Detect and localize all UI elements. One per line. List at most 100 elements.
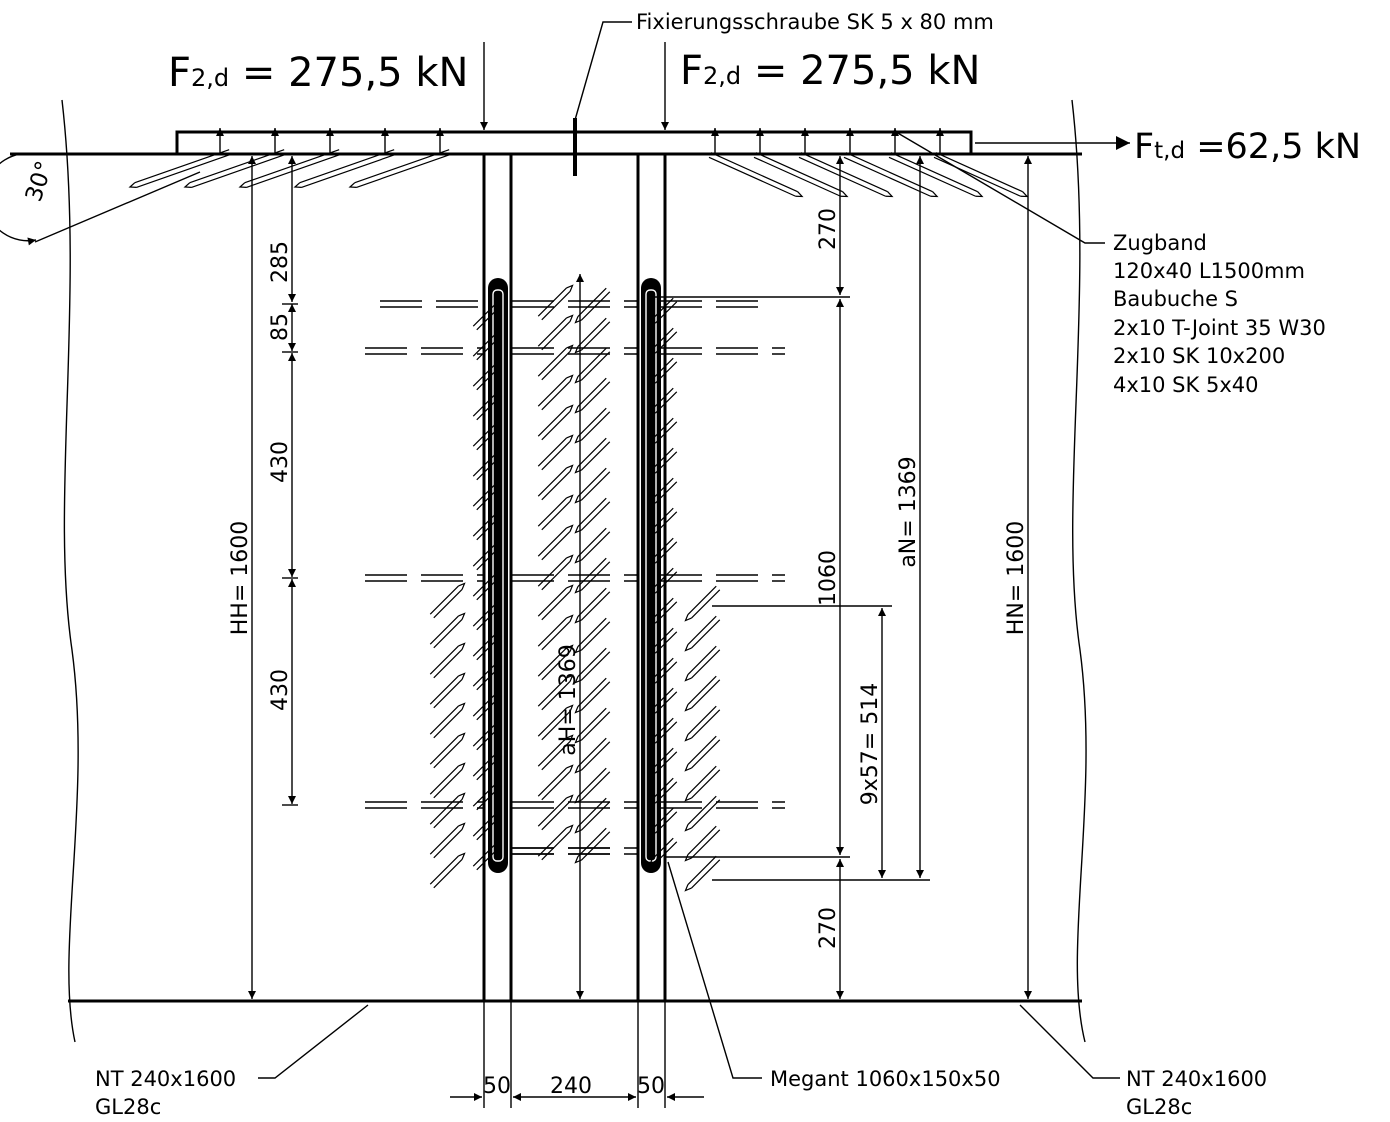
screw: [798, 152, 894, 198]
tie-line: 2x10 T-Joint 35 W30: [1113, 316, 1326, 340]
beam-left-label: NT 240x1600 GL28c: [95, 1067, 236, 1119]
screw: [472, 811, 502, 841]
screw: [684, 825, 721, 862]
screw: [648, 297, 678, 327]
screw: [648, 747, 678, 777]
dim-hh: HH= 1600: [228, 521, 253, 636]
screw: [684, 705, 721, 742]
screw: [429, 822, 466, 859]
dim-270-top: 270: [816, 208, 841, 250]
screw: [537, 374, 574, 411]
screw: [472, 421, 502, 451]
screw: [537, 584, 574, 621]
svg-text:NT 240x1600: NT 240x1600: [1126, 1067, 1267, 1091]
screw: [648, 507, 678, 537]
screw: [472, 511, 502, 541]
screw: [648, 717, 678, 747]
screw: [472, 691, 502, 721]
svg-text:GL28c: GL28c: [95, 1095, 161, 1119]
horizontal-dowels: [365, 300, 785, 855]
screw: [429, 702, 466, 739]
screw: [648, 687, 678, 717]
tie-line: 2x10 SK 10x200: [1113, 344, 1285, 368]
dowel: [365, 801, 485, 809]
screw: [933, 152, 1029, 198]
screw: [472, 541, 502, 571]
screw: [753, 152, 849, 198]
dim-50-left: 50: [483, 1074, 511, 1099]
screw: [537, 344, 574, 381]
screw: [128, 149, 232, 188]
dim-1060: 1060: [816, 550, 841, 606]
screw: [537, 734, 574, 771]
dim-an: aN= 1369: [896, 456, 921, 567]
screw: [648, 417, 678, 447]
screw: [537, 434, 574, 471]
screw: [537, 284, 574, 321]
dowel: [660, 574, 785, 582]
load-right-label: F2,d = 275,5 kN: [680, 48, 980, 94]
dowel: [512, 300, 637, 308]
fixing-screw-label: Fixierungsschraube SK 5 x 80 mm: [636, 10, 994, 34]
screw: [684, 585, 721, 622]
screw: [472, 751, 502, 781]
screw: [472, 721, 502, 751]
svg-text:GL28c: GL28c: [1126, 1095, 1192, 1119]
screw: [537, 644, 574, 681]
dowel: [512, 801, 637, 809]
screw: [429, 612, 466, 649]
screw: [472, 661, 502, 691]
screw: [472, 631, 502, 661]
screw: [429, 852, 466, 889]
dowel: [380, 300, 485, 308]
screw: [888, 152, 984, 198]
screw: [183, 149, 287, 188]
screw: [648, 357, 678, 387]
screw: [684, 645, 721, 682]
screw: [429, 732, 466, 769]
dim-50-right: 50: [637, 1074, 665, 1099]
band-screws: [128, 128, 1029, 198]
dowel: [512, 847, 637, 855]
dim-hn: HN= 1600: [1004, 521, 1029, 635]
beam-edges: [10, 152, 1082, 1003]
screw: [348, 149, 452, 188]
megant-label: Megant 1060x150x50: [770, 1067, 1001, 1091]
screw: [648, 777, 678, 807]
screw: [537, 764, 574, 801]
screw: [537, 554, 574, 591]
screw: [537, 824, 574, 861]
screw: [648, 807, 678, 837]
screw: [429, 672, 466, 709]
dimension-lines: [248, 156, 1032, 1101]
screw: [472, 571, 502, 601]
tie-line: Zugband: [1113, 231, 1207, 255]
dowel: [512, 847, 610, 855]
screw: [684, 795, 721, 832]
leader-lines: [258, 21, 1120, 1079]
screw: [648, 387, 678, 417]
screw: [472, 841, 502, 871]
dim-514: 9x57= 514: [858, 683, 883, 805]
screw: [648, 567, 678, 597]
screw: [429, 792, 466, 829]
angle-label: 30°: [21, 158, 58, 205]
dowel: [660, 801, 785, 809]
dim-240: 240: [550, 1074, 592, 1099]
load-arrows: [480, 42, 1130, 150]
screw: [472, 391, 502, 421]
screw: [537, 314, 574, 351]
break-lines: [61, 99, 1087, 1043]
dowel: [660, 347, 785, 355]
screw: [472, 331, 502, 361]
megant-connectors: [488, 278, 661, 873]
screw: [472, 781, 502, 811]
dim-270-bottom: 270: [816, 907, 841, 949]
screw: [537, 704, 574, 741]
load-left-label: F2,d = 275,5 kN: [168, 50, 468, 96]
tie-line: Baubuche S: [1113, 287, 1238, 311]
screw: [648, 837, 678, 867]
dowel: [512, 347, 637, 355]
screw: [472, 481, 502, 511]
screw: [843, 152, 939, 198]
